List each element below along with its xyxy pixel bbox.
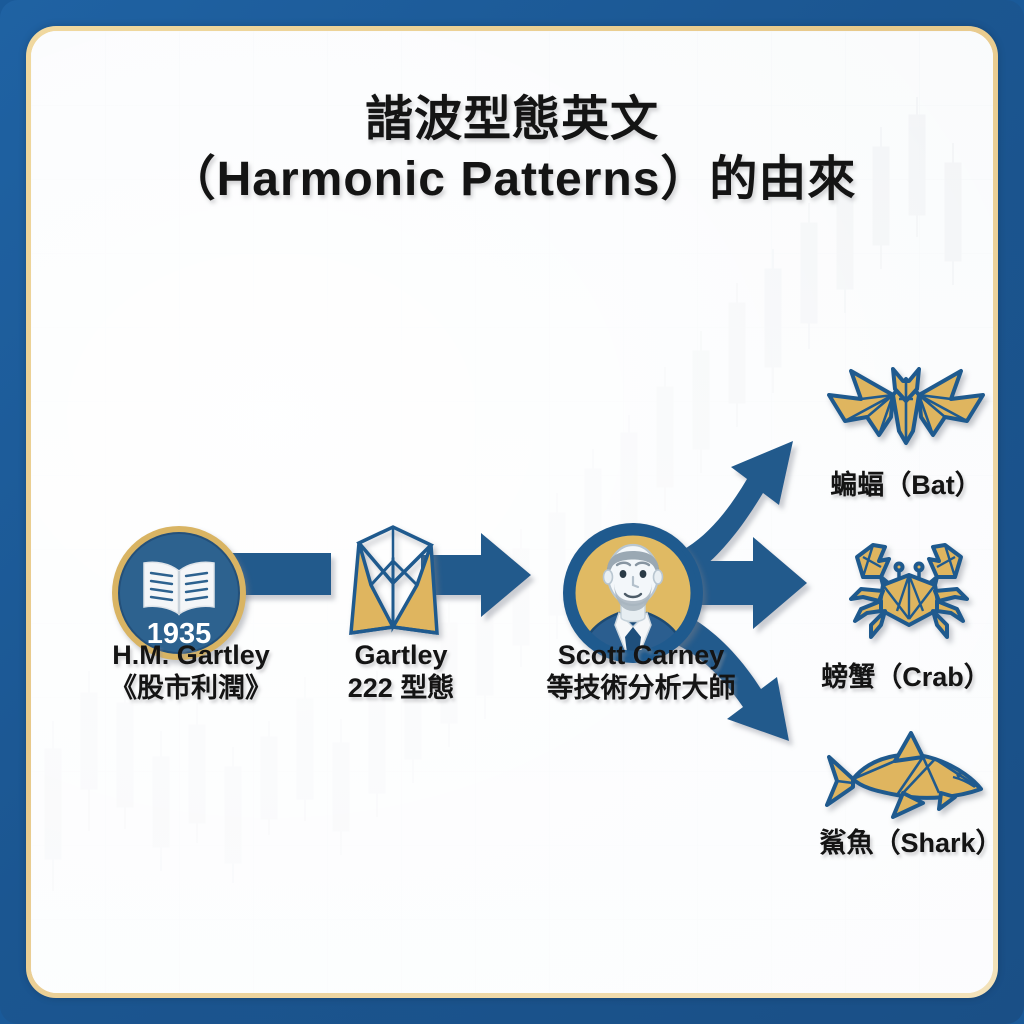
shark-icon: [825, 731, 983, 819]
title-line-2: （Harmonic Patterns）的由來: [167, 152, 857, 206]
poster-canvas: 諧波型態英文 （Harmonic Patterns）的由來: [31, 31, 993, 993]
page-title: 諧波型態英文 （Harmonic Patterns）的由來: [31, 93, 993, 207]
crab-icon: [849, 543, 969, 639]
outcome-icon-bat[interactable]: [821, 359, 991, 459]
title-line-1: 諧波型態英文: [364, 93, 659, 146]
node-label-line-2: 等技術分析大師: [546, 672, 736, 703]
node-label-scott-carney: Scott Carney 等技術分析大師: [491, 639, 791, 705]
arrow-carney-to-crab: [653, 537, 807, 629]
node-label-line-1: Gartley: [354, 640, 448, 670]
outcome-label-crab: 螃蟹（Crab）: [821, 662, 991, 692]
outcome-icon-shark[interactable]: [819, 731, 989, 823]
outcome-label-shark: 鯊魚（Shark）: [819, 828, 993, 858]
bat-icon: [827, 367, 985, 445]
outcome-icon-crab[interactable]: [839, 531, 979, 649]
outcome-label-bat: 蝙蝠（Bat）: [830, 470, 982, 500]
arrow-pattern-to-carney: [421, 533, 531, 617]
node-label-line-1: Scott Carney: [557, 640, 725, 670]
node-label-gartley-pattern: Gartley 222 型態: [281, 639, 521, 705]
node-label-line-2: 222 型態: [347, 672, 455, 703]
